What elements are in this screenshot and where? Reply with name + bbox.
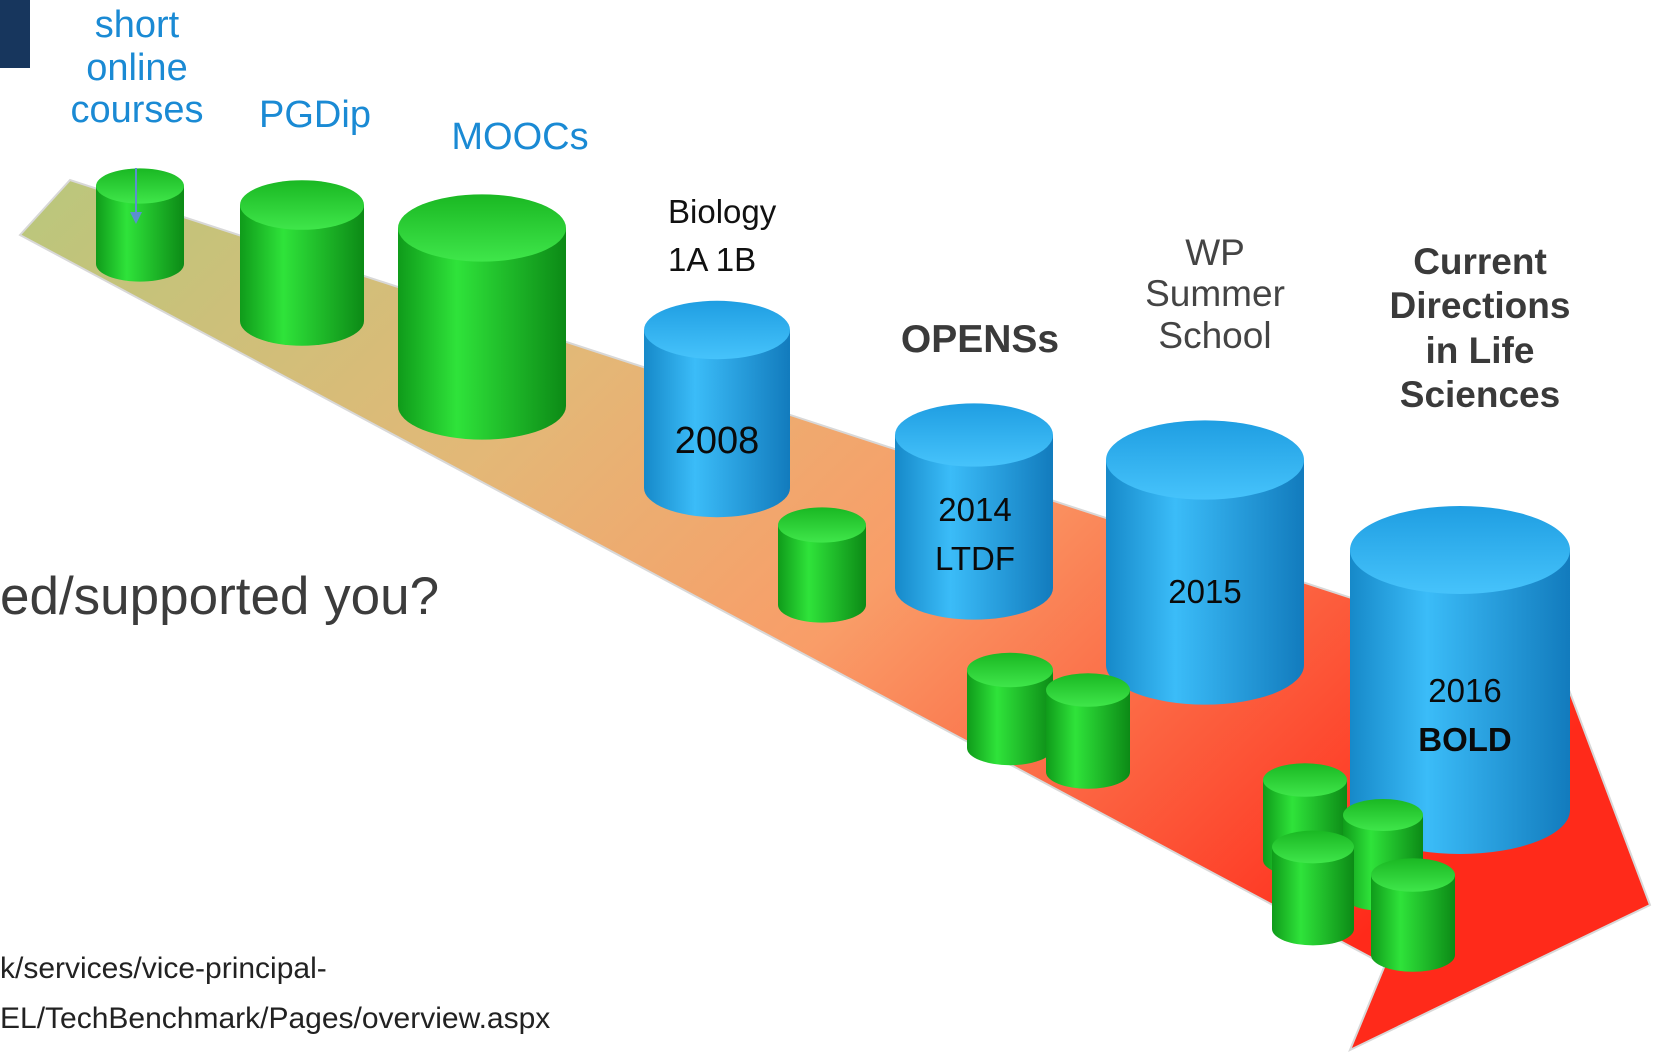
url-line-1: k/services/vice-principal- [0, 952, 327, 985]
label-opens: OPENSs [900, 318, 1060, 361]
green-cylinder-small-7 [1371, 858, 1455, 972]
cylinder-2016-sub: BOLD [1418, 721, 1512, 758]
cylinder-2014-year: 2014 [938, 491, 1012, 528]
label-biology: Biology 1A 1B [668, 193, 777, 278]
green-cylinder-pgdip [240, 180, 364, 346]
pointer-arrowhead [130, 212, 142, 224]
blue-cylinder-2008 [644, 300, 790, 518]
green-cylinder-small-2 [967, 652, 1053, 766]
blue-cylinder-2014 [895, 403, 1053, 620]
question-text: ed/supported you? [0, 567, 440, 626]
cylinder-2016-year: 2016 [1428, 672, 1502, 709]
green-cylinder-short-courses [96, 168, 184, 282]
label-moocs: MOOCs [451, 116, 589, 158]
blue-cylinder-2016 [1350, 506, 1570, 854]
green-cylinder-small-3 [1046, 673, 1130, 789]
cylinder-2008-label: 2008 [674, 420, 760, 462]
blue-cylinder-2015 [1106, 420, 1304, 705]
green-cylinder-small-6 [1272, 830, 1354, 946]
label-wp-summer-school: WP Summer School [1145, 232, 1285, 356]
label-pgdip: PGDip [259, 94, 371, 136]
corner-block [0, 0, 30, 68]
label-short-online-courses: short online courses [70, 4, 204, 132]
cylinder-2014-sub: LTDF [934, 540, 1016, 577]
green-cylinder-moocs [398, 194, 566, 440]
cylinder-2015-label: 2015 [1168, 573, 1242, 610]
green-cylinder-small-1 [778, 507, 866, 623]
url-line-2: EL/TechBenchmark/Pages/overview.aspx [0, 1002, 551, 1035]
label-current-directions: Current Directions in Life Sciences [1389, 241, 1571, 416]
